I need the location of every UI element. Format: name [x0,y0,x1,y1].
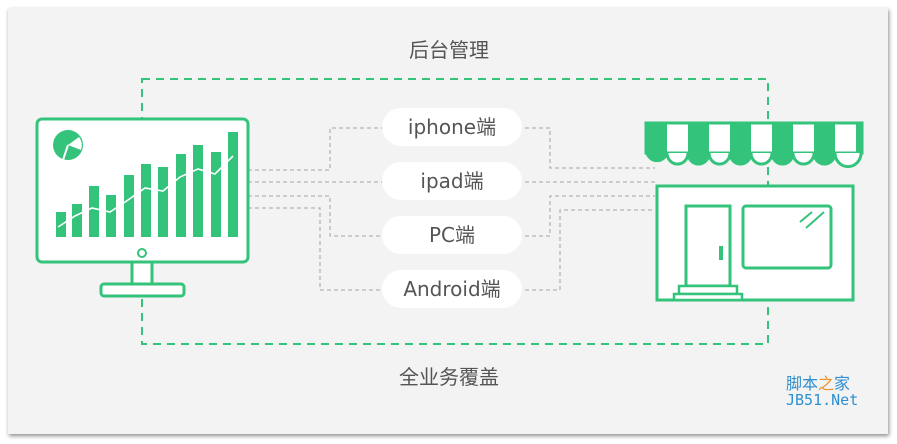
connector-left-pc [248,195,384,237]
watermark-part3: 家 [834,374,851,393]
connector-right-iphone [518,127,655,169]
top-label: 后台管理 [409,38,489,62]
connector-left-android [248,207,384,291]
watermark-part2: 之 [818,374,835,393]
connector-left-iphone [248,127,384,171]
channel-iphone: iphone端 [382,108,522,146]
watermark-site-name: 脚本之家 [786,370,850,394]
channel-ipad: ipad端 [382,162,522,200]
watermark-domain: JB51.Net [786,391,859,409]
connector-right-pc [518,195,655,237]
right-connectors [518,127,655,291]
connector-right-android [518,209,655,291]
channel-pc: PC端 [382,216,522,254]
bottom-label: 全业务覆盖 [399,365,499,389]
watermark-part1: 脚本 [786,374,819,393]
storefront-icon [644,121,864,302]
monitor-chart-icon [35,117,250,298]
left-connectors [248,127,384,291]
channel-android: Android端 [382,270,522,308]
